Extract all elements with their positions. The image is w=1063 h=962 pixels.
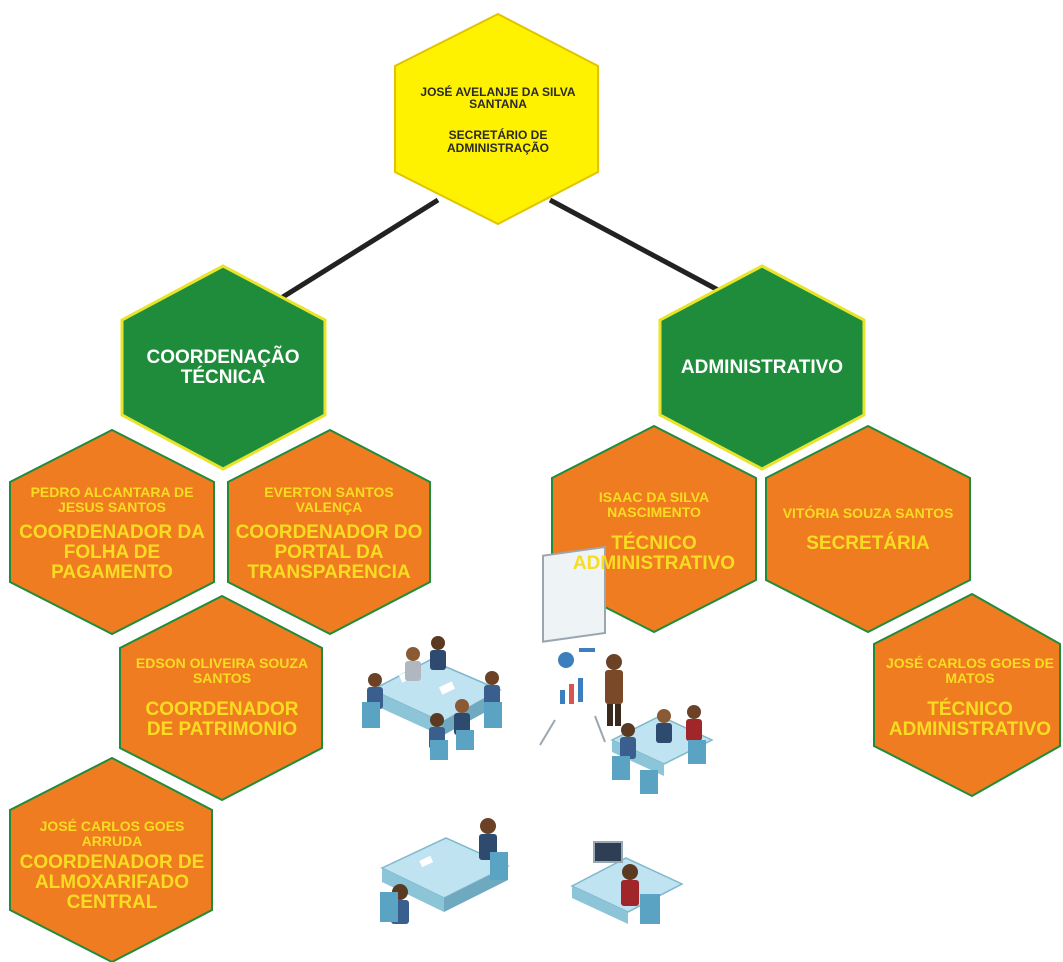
member-text-pedro: PEDRO ALCANTARA DE JESUS SANTOS COORDENA… (16, 472, 208, 596)
member-role-jose-matos: TÉCNICO ADMINISTRATIVO (888, 698, 1052, 740)
member-text-isaac: ISAAC DA SILVA NASCIMENTO TÉCNICO ADMINI… (564, 470, 744, 594)
branch-hexagon-right (658, 264, 866, 471)
connector-top-left (276, 197, 440, 303)
member-role-isaac: TÉCNICO ADMINISTRATIVO (572, 532, 736, 574)
member-name-jose-matos: JOSÉ CARLOS GOES DE MATOS (885, 655, 1055, 687)
branch-hexagon-left (120, 264, 327, 471)
presentation-board (539, 545, 623, 746)
member-name-edson: EDSON OLIVEIRA SOUZA SANTOS (135, 655, 309, 687)
member-name-jose-arruda: JOSÉ CARLOS GOES ARRUDA (39, 818, 185, 850)
member-text-everton: EVERTON SANTOS VALENÇA COORDENADOR DO PO… (234, 472, 424, 596)
branch-label-left: COORDENAÇÃO TÉCNICA (146, 347, 300, 388)
top-name: JOSÉ AVELANJE DA SILVA SANTANA (420, 84, 576, 112)
member-text-vitoria: VITÓRIA SOUZA SANTOS SECRETÁRIA (780, 470, 956, 590)
meeting-group-1 (362, 636, 502, 760)
member-role-vitoria: SECRETÁRIA (806, 533, 930, 555)
member-role-pedro: COORDENADOR DA FOLHA DE PAGAMENTO (19, 521, 205, 583)
top-role: SECRETÁRIO DE ADMINISTRAÇÃO (447, 128, 549, 155)
meeting-group-2 (610, 705, 714, 794)
member-hexagon-jose-matos (873, 592, 1061, 798)
member-name-pedro: PEDRO ALCANTARA DE JESUS SANTOS (30, 484, 194, 516)
member-name-everton: EVERTON SANTOS VALENÇA (264, 484, 394, 516)
member-hexagon-pedro (9, 428, 215, 636)
member-role-edson: COORDENADOR DE PATRIMONIO (145, 698, 299, 740)
member-role-jose-arruda: COORDENADOR DE ALMOXARIFADO CENTRAL (19, 851, 205, 913)
member-hexagon-vitoria (765, 424, 971, 634)
computer-desk (570, 841, 684, 924)
top-hexagon (394, 12, 599, 226)
member-text-jose-arruda: JOSÉ CARLOS GOES ARRUDA COORDENADOR DE A… (14, 806, 210, 926)
member-name-vitoria: VITÓRIA SOUZA SANTOS (782, 504, 954, 521)
member-name-isaac: ISAAC DA SILVA NASCIMENTO (598, 489, 710, 521)
member-role-everton: COORDENADOR DO PORTAL DA TRANSPARENCIA (235, 521, 423, 583)
connector-top-right (548, 197, 720, 293)
branch-label-right: ADMINISTRATIVO (680, 357, 844, 379)
top-hexagon-text: JOSÉ AVELANJE DA SILVA SANTANA SECRETÁRI… (410, 60, 586, 180)
member-text-edson: EDSON OLIVEIRA SOUZA SANTOS COORDENADOR … (132, 636, 312, 760)
member-hexagon-everton (227, 428, 431, 636)
member-hexagon-edson (119, 594, 323, 802)
member-hexagon-jose-arruda (9, 756, 213, 962)
office-meeting-illustration (362, 545, 714, 924)
member-text-jose-matos: JOSÉ CARLOS GOES DE MATOS TÉCNICO ADMINI… (884, 636, 1056, 760)
meeting-group-3 (380, 818, 510, 924)
